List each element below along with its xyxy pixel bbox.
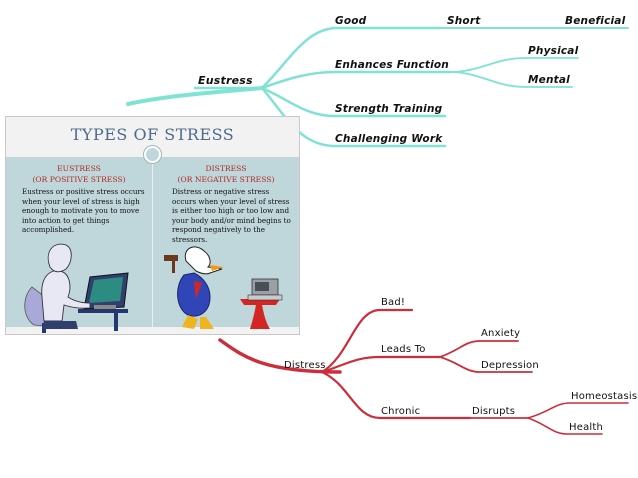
- eustress-description: Eustress or positive stress occurs when …: [22, 187, 145, 235]
- branch-physical: [449, 57, 579, 73]
- card-divider: [152, 157, 153, 327]
- branch-enhances-function: [260, 70, 452, 90]
- leads-to-label: Leads To: [381, 344, 426, 355]
- short-label: Short: [447, 15, 481, 27]
- eustress-heading: EUSTRESS: [57, 164, 101, 173]
- branch-eustress-root: [126, 86, 264, 106]
- health-label: Health: [569, 422, 604, 433]
- chronic-label: Chronic: [381, 406, 421, 417]
- branch-good: [260, 26, 442, 90]
- homeostasis-label: Homeostasis: [571, 391, 638, 402]
- good-label: Good: [335, 15, 367, 27]
- physical-label: Physical: [528, 45, 579, 57]
- distress-root-label: Distress: [284, 360, 326, 371]
- strength-training-label: Strength Training: [335, 103, 443, 115]
- enhances-function-label: Enhances Function: [335, 59, 449, 71]
- eustress-branches: [126, 26, 629, 148]
- branch-anxiety: [439, 340, 519, 358]
- card-divider-knob: [144, 146, 161, 163]
- branch-bad: [320, 308, 414, 374]
- branch-mental: [449, 71, 573, 88]
- depression-label: Depression: [481, 360, 539, 371]
- branch-homeostasis: [527, 402, 629, 419]
- distress-heading: DISTRESS: [205, 164, 247, 173]
- challenging-work-label: Challenging Work: [335, 133, 443, 145]
- branch-health: [527, 417, 603, 435]
- eustress-root-label: Eustress: [198, 74, 253, 87]
- distress-branches: [218, 308, 629, 435]
- beneficial-label: Beneficial: [565, 15, 626, 27]
- types-of-stress-card: TYPES OF STRESS EUSTRESS (OR POSITIVE ST…: [5, 116, 300, 335]
- disrupts-label: Disrupts: [472, 406, 516, 417]
- branch-distress-root: [218, 338, 342, 374]
- distress-description: Distress or negative stress occurs when …: [172, 187, 291, 244]
- person-at-computer-illustration: [24, 243, 129, 333]
- branch-chronic: [320, 370, 472, 420]
- eustress-subheading: (OR POSITIVE STRESS): [32, 175, 126, 184]
- branch-leads-to: [320, 355, 442, 374]
- bad-label: Bad!: [381, 297, 406, 308]
- anxiety-label: Anxiety: [481, 328, 521, 339]
- card-title: TYPES OF STRESS: [70, 125, 235, 144]
- mental-label: Mental: [528, 74, 570, 86]
- duck-with-hammer-illustration: [164, 246, 283, 329]
- branch-strength-training: [260, 86, 447, 118]
- branch-depression: [439, 356, 533, 373]
- distress-subheading: (OR NEGATIVE STRESS): [177, 175, 275, 184]
